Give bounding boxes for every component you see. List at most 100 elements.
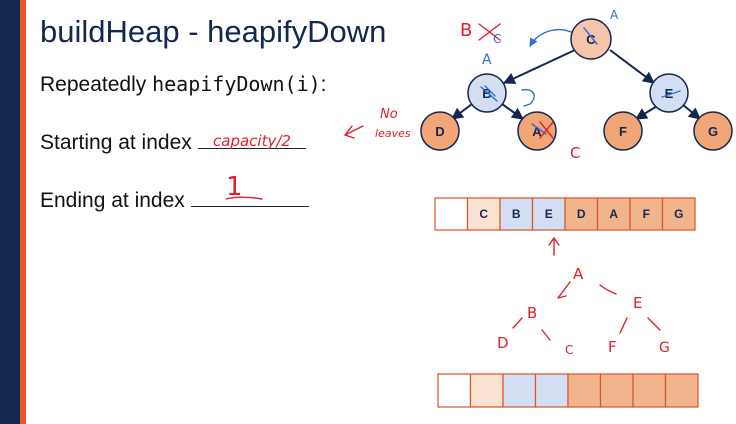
- blue-a-near-left: A: [482, 52, 492, 68]
- blue-curved-arrow: [529, 28, 572, 47]
- sketch-c: C: [565, 343, 573, 357]
- sketch-a-right-edge: [599, 284, 617, 295]
- ending-index-blank: [190, 188, 309, 207]
- blue-strike-left: [480, 85, 498, 102]
- sketch-b-left-edge: [512, 317, 523, 329]
- tree-node-circle: [603, 111, 643, 151]
- tree-node-rl: F: [603, 111, 643, 151]
- sketch-a: A: [573, 265, 584, 283]
- tree-node-label: B: [482, 86, 491, 101]
- array-top-cell-box: [629, 197, 664, 231]
- no-leaves-line1: No: [380, 107, 398, 122]
- tree-node-label: F: [619, 124, 627, 139]
- blue-c-near-root: C: [493, 32, 501, 46]
- tree-node-circle: [693, 111, 733, 151]
- sketch-a-left-edge: [557, 281, 571, 299]
- tree-node-label: E: [665, 86, 674, 101]
- tree-node-root: C: [570, 18, 612, 60]
- edge-root-left: [502, 49, 576, 84]
- array-top-cell-label: C: [479, 207, 488, 221]
- array-top-cell: D: [564, 197, 599, 231]
- blue-annotations: A C A: [480, 8, 681, 135]
- start-index-answer: capacity/2: [213, 132, 291, 150]
- red-b-top: B: [460, 20, 472, 41]
- red-up-arrow: [548, 237, 560, 256]
- left-accent-bar-navy: [0, 0, 20, 424]
- edge-left-ll: [451, 103, 473, 120]
- edge-left-lr: [501, 103, 524, 120]
- edge-right-rr: [681, 103, 701, 120]
- array-top-cell: E: [531, 197, 566, 231]
- blue-swap-right: [661, 90, 681, 98]
- array-top-cell-box: [499, 197, 534, 231]
- array-top-cell-box: [434, 197, 469, 231]
- blue-strike-root: [583, 27, 598, 45]
- red-x-lr: [539, 121, 554, 139]
- sketch-g: G: [659, 340, 670, 356]
- array-bottom-cell: [437, 373, 472, 408]
- left-accent-bar-orange: [20, 0, 26, 424]
- tree-node-rr: G: [693, 111, 733, 151]
- tree-node-right: E: [649, 73, 689, 113]
- tree-node-circle: [570, 18, 612, 60]
- array-top-cell-label: F: [643, 207, 650, 221]
- array-top-cell: A: [596, 197, 631, 231]
- sketch-b-right-edge: [541, 329, 551, 341]
- array-top-cell: G: [661, 197, 696, 231]
- starting-index-line: Starting at index: [40, 130, 306, 155]
- instruction-suffix: :: [320, 73, 327, 96]
- no-leaves-line2: leaves: [375, 127, 411, 140]
- array-top-cell: C: [466, 197, 501, 231]
- sketch-b: B: [527, 304, 537, 322]
- array-bottom-cell-box: [437, 373, 472, 408]
- array-bottom-cell-box: [632, 373, 667, 408]
- array-top-cell-label: A: [609, 207, 618, 221]
- starting-index-label: Starting at index: [40, 131, 192, 154]
- red-annotations: B No leaves C capacity/2 1 A B E D C F G: [213, 20, 670, 357]
- tree-edges: [451, 49, 701, 120]
- array-top-cell-label: B: [512, 207, 521, 221]
- tree-node-ll: D: [420, 111, 460, 151]
- array-bottom-cell: [599, 373, 634, 408]
- array-bottom: [437, 373, 699, 408]
- array-top-cell-box: [661, 197, 696, 231]
- slide-title: buildHeap - heapifyDown: [40, 14, 387, 49]
- blue-strike-lr: [531, 123, 547, 135]
- array-top-cell-box: [564, 197, 599, 231]
- tree-node-lr: A: [517, 111, 557, 151]
- tree-node-label: D: [435, 124, 444, 139]
- red-c-swap: C: [570, 144, 580, 162]
- array-bottom-cell: [502, 373, 537, 408]
- ending-index-label: Ending at index: [40, 189, 185, 212]
- red-x-top: [478, 23, 501, 41]
- array-bottom-cell: [567, 373, 602, 408]
- array-bottom-cell-box: [599, 373, 634, 408]
- array-top-cell: F: [629, 197, 664, 231]
- array-top-cell: B: [499, 197, 534, 231]
- tree-node-label: G: [708, 124, 718, 139]
- array-bottom-cell-box: [469, 373, 504, 408]
- instruction-line: Repeatedly heapifyDown(i):: [40, 72, 327, 97]
- tree-node-circle: [517, 111, 557, 151]
- array-bottom-cell: [664, 373, 699, 408]
- array-bottom-cell-box: [502, 373, 537, 408]
- edge-right-rl: [634, 105, 658, 120]
- array-bottom-cell-box: [534, 373, 569, 408]
- heapify-down-code: heapifyDown(i): [152, 72, 321, 96]
- ending-index-line: Ending at index: [40, 188, 309, 213]
- tree-node-circle: [649, 73, 689, 113]
- starting-index-blank: [197, 130, 306, 149]
- tree-node-label: A: [532, 124, 542, 139]
- instruction-prefix: Repeatedly: [40, 73, 153, 96]
- array-top-cell-label: D: [577, 207, 586, 221]
- blue-a-near-root: A: [610, 8, 619, 22]
- array-bottom-cell-box: [567, 373, 602, 408]
- tree-node-circle: [420, 111, 460, 151]
- sketch-e-left-edge: [619, 317, 628, 334]
- array-bottom-cell: [469, 373, 504, 408]
- array-top-cell-label: G: [674, 207, 683, 221]
- array-bottom-cell-box: [664, 373, 699, 408]
- end-index-underline: [225, 196, 263, 200]
